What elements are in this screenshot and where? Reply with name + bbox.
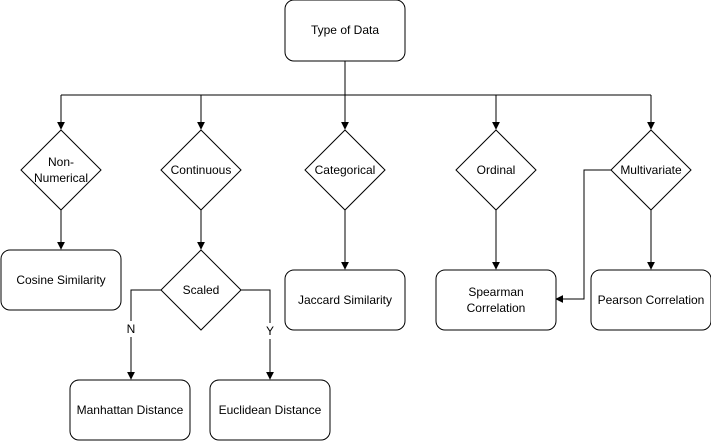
decision-continuous-label: Continuous [171,163,232,177]
decision-categorical-label: Categorical [315,163,376,177]
decision-non-numerical-label-2: Numerical [34,171,88,185]
decision-non-numerical: Non- Numerical [20,129,102,211]
node-euclidean-distance-label: Euclidean Distance [219,403,322,417]
edge-scaled-yes [241,289,274,380]
decision-scaled: Scaled [160,249,242,331]
node-type-of-data-label: Type of Data [311,23,379,37]
node-type-of-data: Type of Data [284,0,406,62]
connectors [57,61,655,380]
edge-label-yes-bg [263,323,277,339]
node-manhattan-distance: Manhattan Distance [69,379,191,441]
node-cosine-similarity: Cosine Similarity [0,249,122,311]
decision-categorical: Categorical [304,129,386,211]
edge-label-no-bg [124,321,138,337]
decision-ordinal: Ordinal [455,129,537,211]
decision-multivariate: Multivariate [610,129,692,211]
node-cosine-similarity-label: Cosine Similarity [16,273,105,287]
node-spearman-correlation: Spearman Correlation [435,269,557,331]
node-euclidean-distance: Euclidean Distance [209,379,331,441]
node-spearman-label-1: Spearman [468,285,523,299]
node-jaccard-similarity: Jaccard Similarity [284,269,406,331]
node-pearson-correlation-label: Pearson Correlation [598,293,705,307]
edge-label-no: N [127,322,136,336]
node-spearman-label-2: Correlation [467,301,526,315]
decision-non-numerical-label-1: Non- [48,155,74,169]
decision-continuous: Continuous [160,129,242,211]
decision-multivariate-label: Multivariate [620,163,682,177]
node-jaccard-similarity-label: Jaccard Similarity [298,293,392,307]
node-manhattan-distance-label: Manhattan Distance [77,403,184,417]
edge-label-yes: Y [266,324,274,338]
decision-scaled-label: Scaled [183,283,220,297]
node-pearson-correlation: Pearson Correlation [590,269,711,331]
edge-multivariate-to-spearman [555,169,611,303]
edge-scaled-no [127,289,161,380]
decision-ordinal-label: Ordinal [477,163,516,177]
